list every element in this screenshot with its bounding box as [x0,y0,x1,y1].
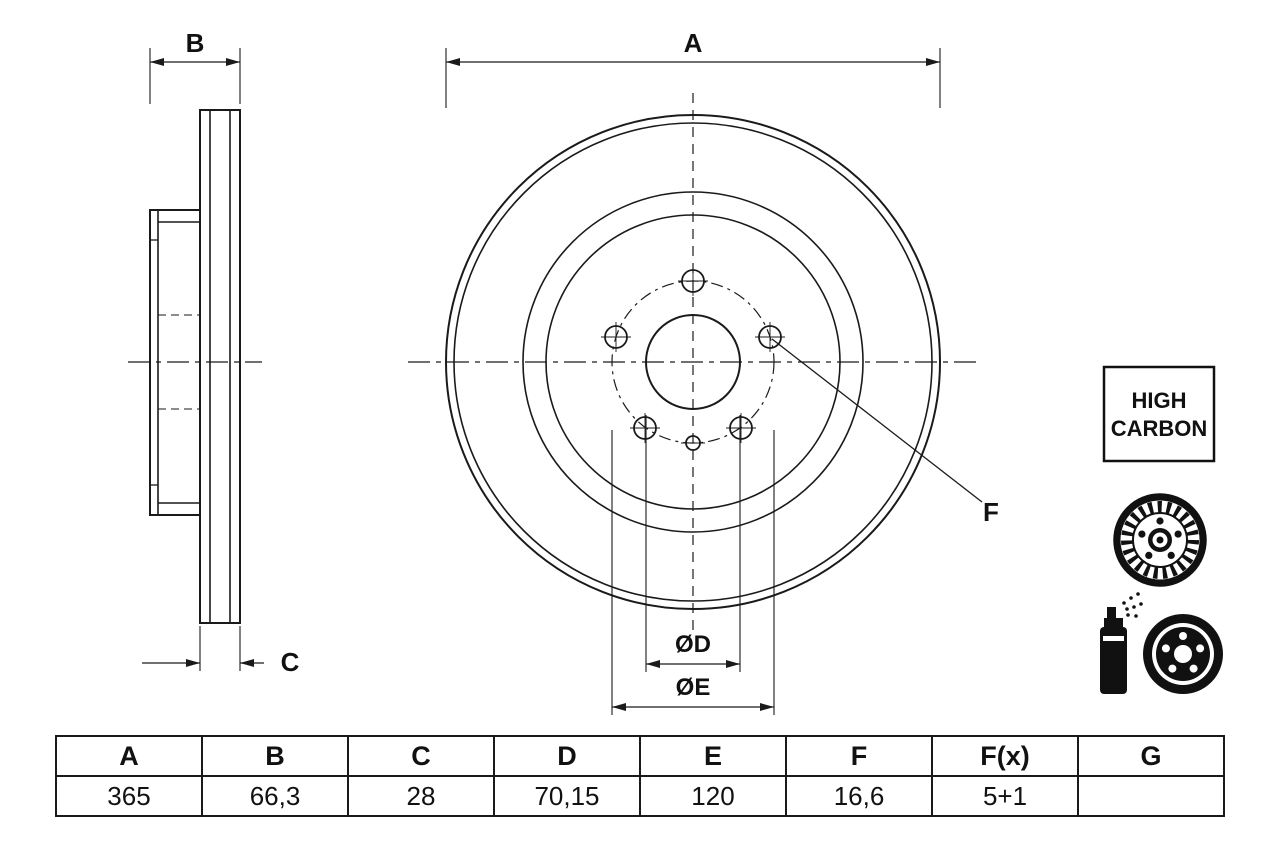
table-header-row: A B C D E F F(x) G [55,735,1225,777]
dim-label-b: B [186,28,205,58]
dimension-b [149,48,241,104]
spray-can-icon [1100,592,1143,694]
col-header-fx: F(x) [931,735,1079,777]
col-header-f: F [785,735,933,777]
col-header-b: B [201,735,349,777]
hole-center-marks [601,266,785,444]
leader-line-f [771,338,983,503]
table-value-row: 365 66,3 28 70,15 120 16,6 5+1 [55,775,1225,817]
col-header-a: A [55,735,203,777]
dim-label-f: F [983,497,999,527]
side-view [149,109,241,624]
dimension-table: A B C D E F F(x) G 365 66,3 28 70,15 120… [55,735,1225,817]
value-f: 16,6 [785,775,933,817]
value-b: 66,3 [201,775,349,817]
front-view [408,93,978,630]
badge-line-1: HIGH [1132,388,1187,413]
col-header-d: D [493,735,641,777]
dimension-d [645,415,741,672]
dim-label-c: C [281,647,300,677]
value-a: 365 [55,775,203,817]
dim-label-a: A [684,28,703,58]
dim-label-e: ØE [676,674,711,701]
high-carbon-badge: HIGH CARBON [1102,365,1216,463]
value-fx: 5+1 [931,775,1079,817]
value-g [1077,775,1225,817]
col-header-g: G [1077,735,1225,777]
vented-brake-disc-icon [1113,493,1207,587]
value-c: 28 [347,775,495,817]
value-e: 120 [639,775,787,817]
coated-brake-disc-icon [1143,614,1223,694]
value-d: 70,15 [493,775,641,817]
dimension-c [142,626,264,671]
badge-line-2: CARBON [1111,416,1208,441]
col-header-c: C [347,735,495,777]
dimension-e [611,430,775,715]
dim-label-d: ØD [675,631,711,658]
col-header-e: E [639,735,787,777]
dimension-a [445,48,941,108]
